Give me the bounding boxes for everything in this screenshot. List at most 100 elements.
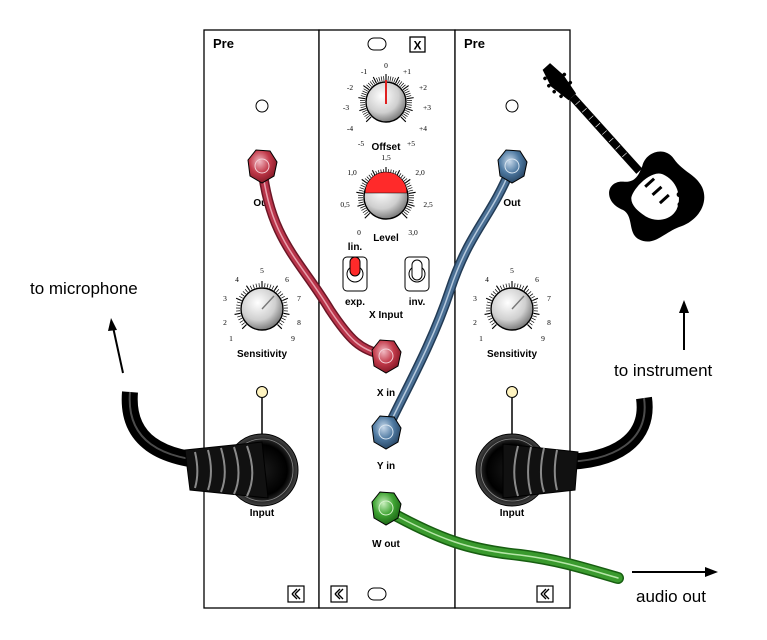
- knob-tick: [407, 187, 413, 190]
- y-in-label: Y in: [377, 461, 395, 472]
- x-in-jack-plug[interactable]: [371, 339, 402, 374]
- knob-tick: [531, 317, 536, 321]
- tick-label: 2: [223, 318, 227, 327]
- knob-tick: [360, 205, 366, 209]
- green-output-cable[interactable]: [380, 504, 624, 584]
- tick-label: 3: [223, 294, 227, 303]
- left-module-title: Pre: [213, 36, 234, 51]
- left-input-plug[interactable]: [184, 441, 269, 499]
- knob-tick: [358, 189, 364, 192]
- knob-tick: [408, 189, 414, 192]
- tick-label: -1: [361, 67, 367, 76]
- knob-tick: [521, 285, 525, 290]
- knob-tick: [283, 301, 288, 304]
- knob-tick: [283, 312, 290, 315]
- knob-tick: [398, 81, 403, 86]
- knob-tick: [499, 285, 503, 290]
- knob-tick: [532, 297, 539, 302]
- right-input-plug[interactable]: [502, 443, 579, 499]
- audio-out-arrow-icon: [632, 567, 718, 577]
- right-logo-icon: [536, 585, 554, 603]
- knob-tick: [234, 312, 241, 315]
- knob-tick: [279, 293, 284, 297]
- knob-tick: [371, 79, 376, 85]
- knob-tick: [252, 284, 255, 289]
- knob-tick: [408, 201, 414, 204]
- y-in-jack-plug[interactable]: [371, 415, 402, 450]
- right-sensitivity-pointer: [511, 295, 525, 310]
- offset-knob[interactable]: [358, 74, 414, 123]
- tick-label: -2: [347, 83, 353, 92]
- knob-tick: [401, 115, 407, 119]
- tick-label: +5: [407, 139, 415, 148]
- knob-tick: [403, 88, 409, 92]
- microphone-arrow-icon: [108, 318, 124, 374]
- knob-tick: [273, 285, 279, 292]
- left-input-label: Input: [250, 508, 275, 519]
- tick-label: 7: [547, 294, 551, 303]
- knob-tick: [389, 76, 392, 82]
- knob-tick: [360, 106, 366, 109]
- knob-tick: [283, 304, 288, 306]
- x-badge-text: X: [413, 39, 421, 53]
- center-bottom-slot: [367, 587, 387, 601]
- tick-label: 7: [297, 294, 301, 303]
- tick-label: 6: [535, 275, 539, 284]
- w-out-label: W out: [372, 539, 400, 550]
- knob-tick: [240, 293, 245, 297]
- knob-tick: [361, 92, 367, 96]
- tick-label: -3: [343, 103, 349, 112]
- level-knob[interactable]: [356, 167, 416, 220]
- red-patch-cable[interactable]: [257, 161, 389, 360]
- tick-label: 4: [485, 275, 489, 284]
- knob-tick-marks: [234, 281, 290, 330]
- tick-label: 6: [285, 275, 289, 284]
- right-led-bottom: [506, 386, 518, 398]
- knob-tick: [408, 199, 414, 201]
- knob-tick: [369, 81, 374, 86]
- tick-label: 5: [260, 266, 264, 275]
- knob-tick: [486, 301, 491, 304]
- knob-tick: [363, 88, 369, 92]
- left-logo-icon: [287, 585, 305, 603]
- left-sensitivity-label: Sensitivity: [237, 349, 287, 360]
- knob-tick: [360, 184, 366, 188]
- tick-label: 8: [297, 318, 301, 327]
- knob-tick: [488, 317, 493, 321]
- tick-label: 5: [510, 266, 514, 275]
- knob-tick: [242, 291, 247, 295]
- knob-tick: [241, 322, 245, 326]
- tick-label: +4: [419, 124, 427, 133]
- right-out-jack-plug[interactable]: [497, 149, 528, 184]
- knob-tick: [527, 291, 532, 295]
- level-tick-labels: 0 0,5 1,0 1,5 2,0 2,5 3,0: [340, 153, 433, 237]
- electric-guitar-icon: [542, 63, 705, 242]
- knob-tick: [358, 201, 364, 204]
- tick-label: 1: [229, 334, 233, 343]
- blue-patch-cable[interactable]: [381, 161, 517, 437]
- w-out-jack-plug[interactable]: [371, 491, 402, 526]
- left-out-jack-plug[interactable]: [247, 149, 278, 184]
- knob-tick: [237, 315, 242, 318]
- tick-label: 0: [357, 228, 361, 237]
- left-sensitivity-knob[interactable]: [234, 281, 290, 331]
- lin-exp-toggle-switch[interactable]: [342, 256, 368, 292]
- knob-tick: [533, 304, 538, 306]
- right-sensitivity-knob[interactable]: [484, 281, 540, 331]
- knob-tick: [403, 211, 408, 216]
- knob-tick: [526, 289, 530, 293]
- knob-tick: [364, 212, 371, 219]
- knob-tick: [484, 312, 491, 315]
- knob-tick: [271, 285, 275, 290]
- tick-label: 1,0: [347, 168, 357, 177]
- knob-tick: [405, 107, 413, 112]
- inv-toggle-switch[interactable]: [404, 256, 430, 292]
- tick-label: 9: [291, 334, 295, 343]
- knob-tick: [357, 203, 365, 207]
- knob-tick: [280, 320, 285, 323]
- knob-tick: [244, 289, 248, 293]
- to-instrument-label: to instrument: [614, 361, 713, 380]
- tick-label: 3,0: [408, 228, 418, 237]
- right-module-title: Pre: [464, 36, 485, 51]
- tick-label: 0,5: [340, 200, 350, 209]
